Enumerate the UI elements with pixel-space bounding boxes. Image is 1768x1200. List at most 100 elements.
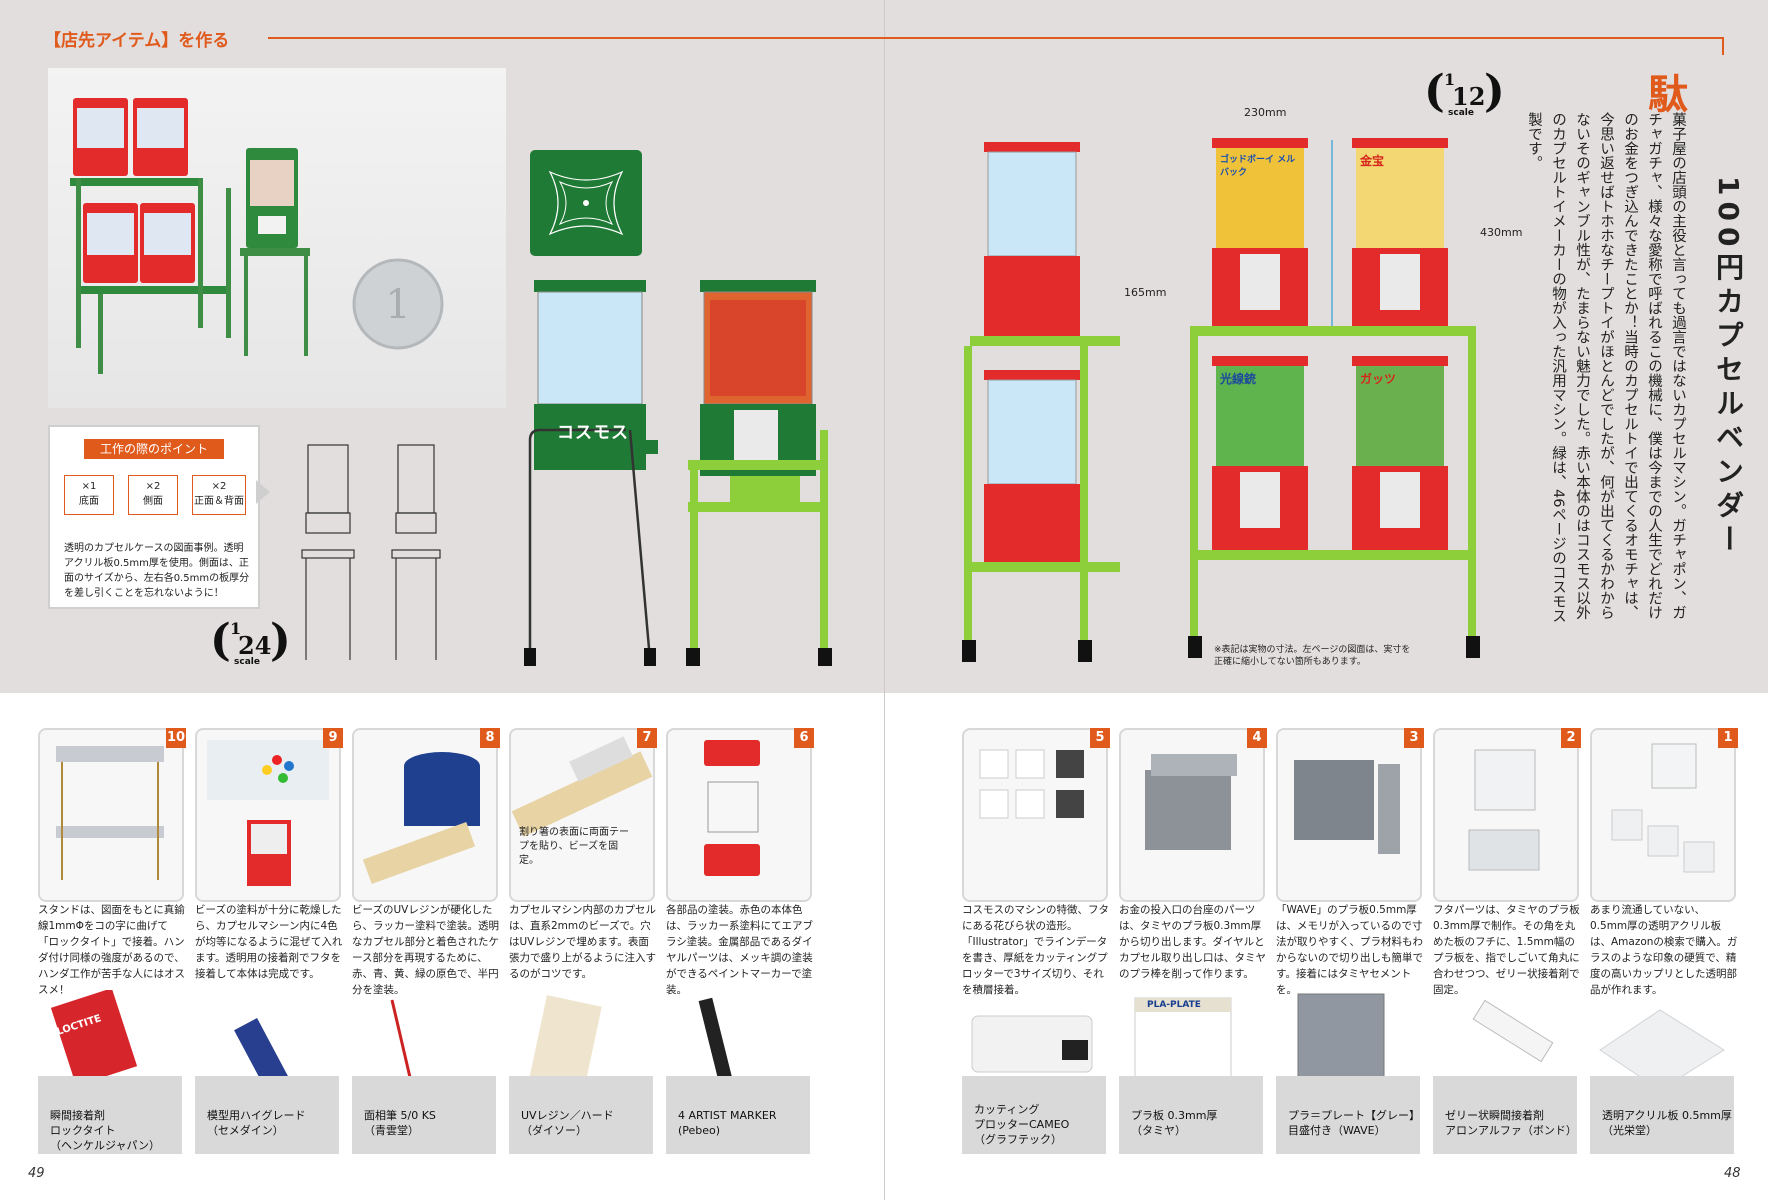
card-title: ゴッドボーイ メルバック xyxy=(1220,155,1296,178)
step-desc: カプセルマシン内部のカプセルは、直系2mmのビーズで。穴はUVレジンで埋めます。… xyxy=(509,904,656,980)
tip-box-front-back: ×2 正面＆背面 xyxy=(192,475,246,515)
product-label-bg xyxy=(509,1076,653,1154)
scale-word: scale xyxy=(234,657,260,667)
step-desc: コスモスのマシンの特徴、フタにある花びら状の造形。「Illustrator」でラ… xyxy=(962,904,1109,996)
product-label-bg xyxy=(1276,1076,1420,1154)
red-machines-rack-drawing: ゴッドボーイ メルバック 金宝 光線銃 ガッツ xyxy=(1173,115,1480,670)
tip-count: ×1 xyxy=(81,481,97,492)
product-label-bg xyxy=(1590,1076,1734,1154)
tip-label: 正面＆背面 xyxy=(194,496,244,507)
machine-bottom-right xyxy=(1352,356,1448,550)
product-name: UVレジン／ハード （ダイソー） xyxy=(521,1109,614,1137)
scale-paren-right: ) xyxy=(1484,66,1505,117)
header-rule-corner xyxy=(1722,37,1724,55)
page-number-right: 48 xyxy=(1724,1166,1741,1181)
product-name: 面相筆 5/0 KS （青雲堂） xyxy=(364,1109,436,1137)
tips-pointer xyxy=(256,480,270,504)
step-card-2: 2 xyxy=(1433,728,1581,902)
green-machine-photo xyxy=(240,148,310,356)
page-fold xyxy=(884,0,885,1200)
product-cutting-plotter: カッティング プロッターCAMEO （グラフテック） xyxy=(962,990,1106,1154)
step-card-7: 割り箸の表面に両面テープを貼り、ビーズを固定。 7 xyxy=(509,728,657,902)
product-cemedine: 模型用ハイグレード （セメダイン） xyxy=(195,990,339,1154)
tips-text: 透明のカプセルケースの図面事例。透明アクリル板0.5mm厚を使用。側面は、正面の… xyxy=(64,543,250,599)
card-title: 光線銃 xyxy=(1220,372,1257,386)
coin-photo: 1 xyxy=(352,258,444,350)
step-number: 1 xyxy=(1718,728,1738,748)
product-acrylic-plate: 透明アクリル板 0.5mm厚 （光栄堂） xyxy=(1590,990,1734,1154)
scale-paren-left: ( xyxy=(210,615,231,666)
product-label-bg xyxy=(666,1076,810,1154)
tip-box-side: ×2 側面 xyxy=(128,475,178,515)
scale-note: ※表記は実物の寸法。左ページの図面は、実寸を正確に縮小してない箇所もあります。 xyxy=(1214,645,1411,667)
rack-frame xyxy=(1188,326,1480,658)
red-machines-photo xyxy=(70,98,231,374)
product-uv-resin: UVレジン／ハード （ダイソー） xyxy=(509,990,653,1154)
step-number: 5 xyxy=(1090,728,1110,748)
green-machine-with-card xyxy=(680,280,840,670)
article-body: 菓子屋の店頭の主役と言っても過言ではないカプセルマシン。ガチャポン、ガチャガチャ… xyxy=(1526,112,1686,624)
step-number: 4 xyxy=(1247,728,1267,748)
product-pkg-text: PLA-PLATE xyxy=(1147,1000,1201,1010)
step-card-3: 3 xyxy=(1276,728,1424,902)
lid-drawing xyxy=(530,150,642,256)
step-number: 3 xyxy=(1404,728,1424,748)
svg-text:1: 1 xyxy=(385,282,410,328)
step-desc: お金の投入口の台座のパーツは、タミヤのプラ板0.3mm厚から切り出します。ダイヤ… xyxy=(1119,904,1266,980)
section-title: 【店先アイテム】を作る xyxy=(44,31,230,51)
step-number: 10 xyxy=(166,728,186,748)
product-label-bg xyxy=(1119,1076,1263,1154)
scale-paren-right: ) xyxy=(270,615,291,666)
tip-count: ×2 xyxy=(211,481,227,492)
step-card-1: 1 xyxy=(1590,728,1738,902)
line-drawings xyxy=(296,440,466,670)
step-desc: フタパーツは、タミヤのプラ板0.3mm厚で制作。その角を丸めた板のフチに、1.5… xyxy=(1433,904,1580,996)
step-card-4: 4 xyxy=(1119,728,1267,902)
step-card-9: 9 xyxy=(195,728,343,902)
product-label-bg xyxy=(1433,1076,1577,1154)
machine-bottom-left xyxy=(1212,356,1308,550)
product-loctite: LOCTITE 瞬間接着剤 ロックタイト （ヘンケルジャパン） xyxy=(38,988,182,1154)
dim-width: 230mm xyxy=(1244,106,1287,119)
product-name: 4 ARTIST MARKER (Pebeo) xyxy=(678,1109,777,1137)
product-name: 透明アクリル板 0.5mm厚 （光栄堂） xyxy=(1602,1109,1732,1137)
step-number: 7 xyxy=(637,728,657,748)
step-callout: 割り箸の表面に両面テープを貼り、ビーズを固定。 xyxy=(519,827,629,866)
machine-sign: コスモス xyxy=(557,423,629,443)
step-card-8: 8 xyxy=(352,728,500,902)
scale-den: 24 xyxy=(238,631,272,660)
page-number-left: 49 xyxy=(28,1166,45,1181)
tip-box-bottom: ×1 底面 xyxy=(64,475,114,515)
model-photo: 1 xyxy=(48,68,506,408)
product-aron-alpha: ゼリー状瞬間接着剤 アロンアルファ（ボンド） xyxy=(1433,990,1577,1154)
product-label-bg xyxy=(352,1076,496,1154)
step-card-5: 5 xyxy=(962,728,1110,902)
article-title: 100円カプセルベンダー xyxy=(1712,176,1745,559)
step-desc: ビーズの塗料が十分に乾燥したら、カプセルマシーン内に4色が均等になるように混ぜて… xyxy=(195,904,343,980)
step-card-10: 10 xyxy=(38,728,186,902)
product-name: 瞬間接着剤 ロックタイト （ヘンケルジャパン） xyxy=(50,1109,160,1152)
scale-mark-1-12: ( 1 12 scale ) xyxy=(1424,66,1505,121)
scale-den: 12 xyxy=(1452,82,1486,111)
dim-lower: 165mm xyxy=(1124,286,1167,299)
product-name: カッティング プロッターCAMEO （グラフテック） xyxy=(974,1103,1070,1146)
product-label-bg xyxy=(195,1076,339,1154)
step-number: 2 xyxy=(1561,728,1581,748)
machine-top-right xyxy=(1352,138,1448,326)
red-machine-single-drawing xyxy=(960,140,1120,670)
product-pla-plate: PLA-PLATE プラ板 0.3mm厚 （タミヤ） xyxy=(1119,990,1263,1154)
step-desc: スタンドは、図面をもとに真鍮線1mmΦをコの字に曲げて「ロックタイト」で接着。ハ… xyxy=(38,904,185,996)
tip-count: ×2 xyxy=(145,481,161,492)
product-label-bg xyxy=(38,1076,182,1154)
product-name: ゼリー状瞬間接着剤 アロンアルファ（ボンド） xyxy=(1445,1109,1577,1137)
step-card-6: 6 xyxy=(666,728,814,902)
card-title: ガッツ xyxy=(1360,372,1397,386)
product-name: 模型用ハイグレード （セメダイン） xyxy=(207,1109,306,1137)
product-wave-plate: プラ＝プレート【グレー】 目盛付き（WAVE） xyxy=(1276,990,1420,1154)
step-number: 8 xyxy=(480,728,500,748)
green-machine-drawing: コスモス xyxy=(520,280,670,670)
scale-mark-1-24: ( 1 24 scale ) xyxy=(210,615,291,670)
step-desc: 各部品の塗装。赤色の本体色は、ラッカー系塗料にてエアブラシ塗装。金属部品であるダ… xyxy=(666,904,813,996)
scale-word: scale xyxy=(1448,108,1474,118)
header-rule xyxy=(268,37,1724,39)
